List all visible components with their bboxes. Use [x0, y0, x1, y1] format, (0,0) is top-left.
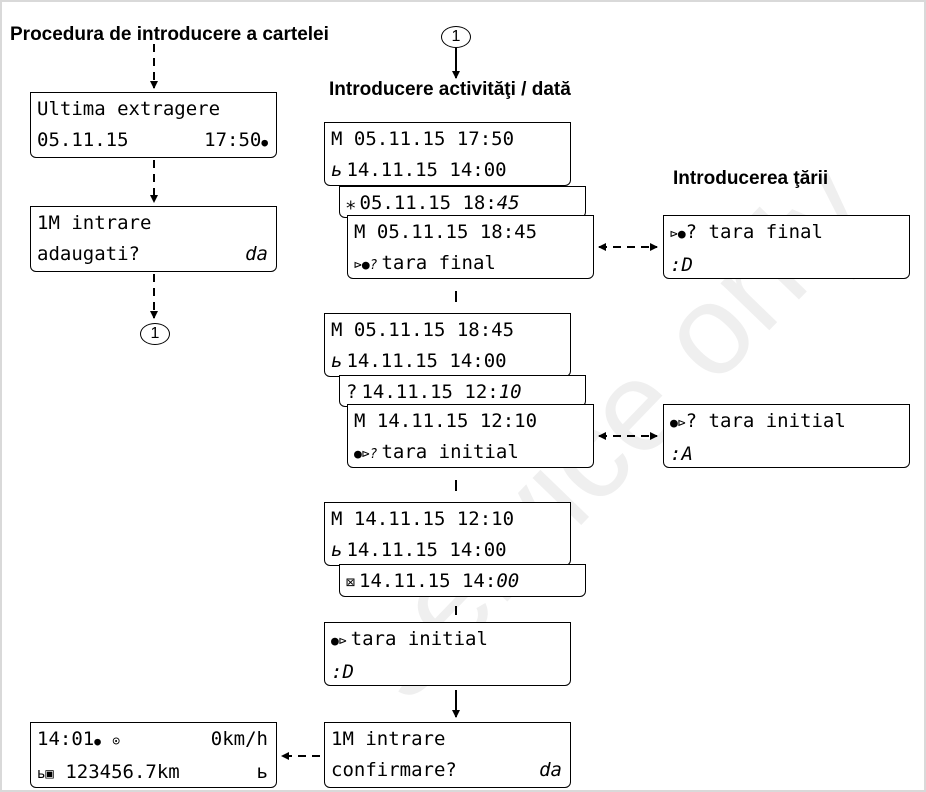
block1-line-b: 14.11.15 14:00 — [346, 159, 507, 181]
display-standard: 14:01● ⊙ 0km/h ь▣ 123456.7km ь — [30, 722, 277, 788]
country-start-icon: ●⊳ — [670, 416, 686, 431]
block1-line-c-main: 05.11.15 18: — [359, 192, 497, 214]
confirm-answer: da — [539, 759, 562, 781]
mode-icon: ⊙ — [112, 734, 121, 749]
display-block1-line2: ⁎05.11.15 18:45 — [339, 186, 586, 218]
display-block2-line3: M 14.11.15 12:10 ●⊳?tara initial — [347, 404, 594, 468]
country-final-label: ? tara final — [685, 221, 823, 243]
status-icon: ь — [256, 761, 268, 783]
block3-line-b: 14.11.15 14:00 — [346, 539, 507, 561]
last-withdrawal-label: Ultima extragere — [37, 98, 221, 120]
country-final-value: :D — [670, 254, 693, 276]
block3-line-a: M 14.11.15 12:10 — [331, 508, 515, 530]
rest-bed-icon: ⁎ — [346, 192, 356, 214]
display-add-entry: 1M intrare adaugati? da — [30, 206, 277, 272]
block1-line-d: M 05.11.15 18:45 — [354, 221, 538, 243]
block2-line-c-edit: 10 — [498, 381, 522, 403]
odometer-icon: ь▣ — [37, 766, 54, 782]
last-withdrawal-time: 17:50 — [204, 129, 262, 151]
tara-initial-label: tara initial — [350, 628, 488, 650]
country-heading: Introducerea ţării — [673, 168, 829, 189]
confirm-label: 1M intrare — [331, 728, 446, 750]
speed-value: 0km/h — [210, 728, 268, 750]
add-entry-prompt: adaugati? — [37, 243, 140, 265]
block3-line-c-edit: 00 — [496, 570, 520, 592]
confirm-prompt: confirmare? — [331, 759, 457, 781]
tara-initial-value: :D — [331, 661, 354, 683]
display-tara-initial: ●⊳tara initial :D — [324, 622, 571, 686]
unknown-activity-icon: ? — [346, 381, 358, 403]
rest-icon: ь — [331, 350, 343, 372]
block2-line-e: tara initial — [381, 441, 519, 463]
display-country-final: ⊳●? tara final :D — [663, 215, 910, 279]
display-confirm: 1M intrare confirmare? da — [324, 722, 571, 788]
block2-line-d: M 14.11.15 12:10 — [354, 410, 538, 432]
display-country-initial: ●⊳? tara initial :A — [663, 404, 910, 468]
clock-dot-icon: ● — [261, 136, 268, 149]
title-heading: Procedura de introducere a cartelei — [10, 24, 329, 45]
display-block3-line2: ⊠14.11.15 14:00 — [339, 564, 586, 597]
block3-line-c-main: 14.11.15 14: — [359, 570, 497, 592]
block2-line-b: 14.11.15 14:00 — [346, 350, 507, 372]
activities-heading: Introducere activităţi / dată — [329, 79, 571, 100]
country-end-icon: ⊳● — [670, 227, 686, 242]
availability-icon: ⊠ — [346, 573, 356, 591]
current-time: 14:01 — [37, 728, 95, 750]
block1-line-c-edit: 45 — [496, 192, 520, 214]
country-initial-label: ? tara initial — [685, 410, 846, 432]
rest-icon: ь — [331, 539, 343, 561]
country-start-icon: ●⊳ — [331, 634, 347, 649]
block2-line-c-main: 14.11.15 12: — [361, 381, 499, 403]
clock-dot-icon: ● — [94, 735, 101, 748]
rest-icon: ь — [331, 159, 343, 181]
last-withdrawal-date: 05.11.15 — [37, 129, 129, 151]
display-last-withdrawal: Ultima extragere 05.11.15 17:50● — [30, 92, 277, 158]
add-entry-label: 1M intrare — [37, 212, 152, 234]
block1-line-e: tara final — [381, 252, 496, 274]
country-initial-value: :A — [670, 443, 693, 465]
block2-line-a: M 05.11.15 18:45 — [331, 319, 515, 341]
country-end-icon: ⊳●? — [354, 258, 378, 273]
block1-line-a: M 05.11.15 17:50 — [331, 128, 515, 150]
country-start-icon: ●⊳? — [354, 447, 378, 462]
odometer-value: 123456.7km — [65, 761, 180, 783]
add-entry-answer: da — [245, 243, 268, 265]
marker-start: 1 — [441, 26, 471, 48]
display-block1-line3: M 05.11.15 18:45 ⊳●?tara final — [347, 215, 594, 279]
marker-end: 1 — [140, 323, 170, 345]
